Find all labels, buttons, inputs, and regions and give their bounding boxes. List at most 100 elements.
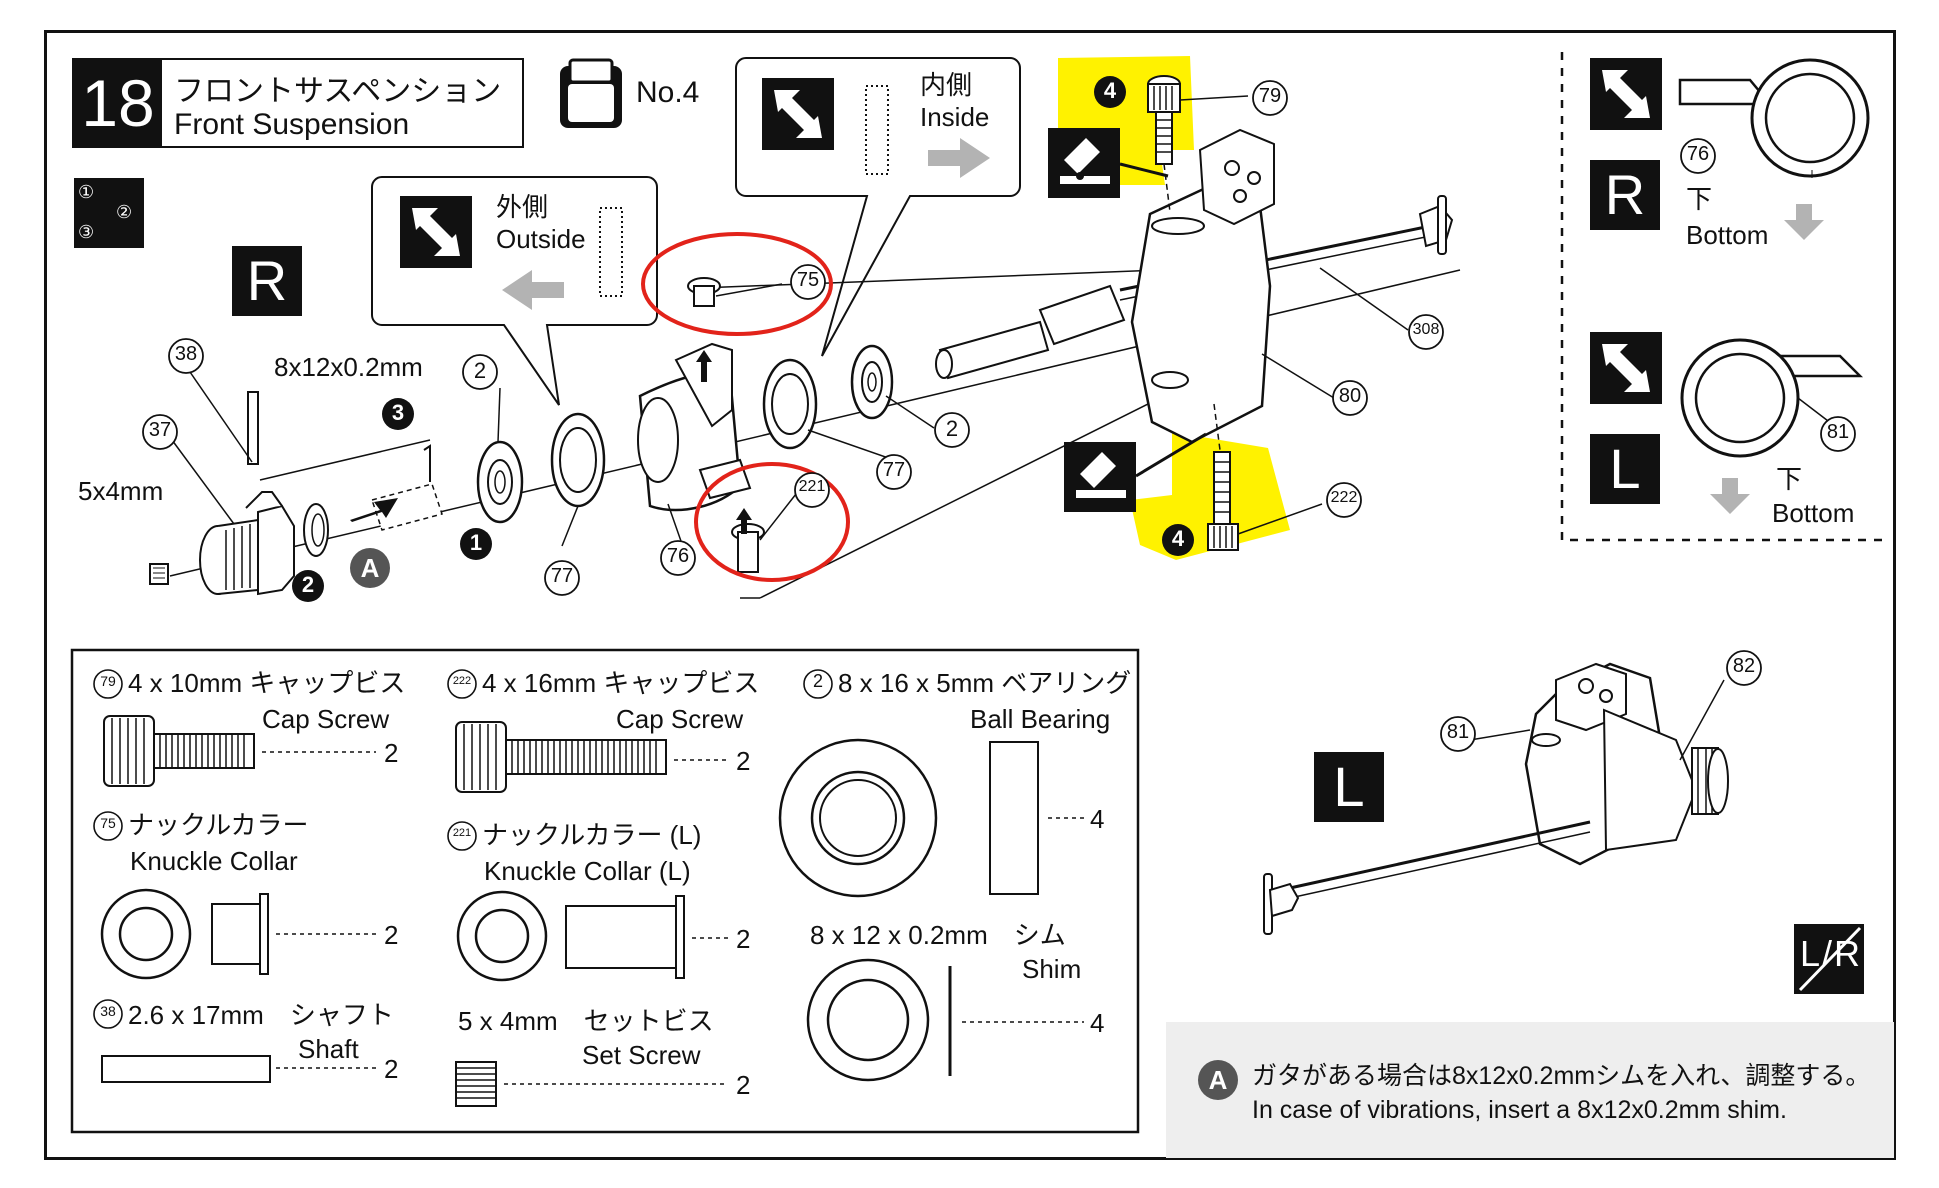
shim-drawing	[806, 958, 1084, 1082]
threadlock-icon-top	[1048, 128, 1169, 198]
bottom-arrow-r	[1784, 204, 1824, 240]
side-panel-r-bottom-jp: 下	[1686, 184, 1713, 214]
diagram-frame	[44, 30, 1896, 1160]
step-marker-4-bottom	[1162, 524, 1194, 556]
note-mark: A	[1208, 1065, 1228, 1095]
side-panel-l-bottom-jp: 下	[1776, 464, 1803, 494]
parts-setscrew-qty: 2	[736, 1070, 751, 1100]
parts-79-spec: 4 x 10mm キャップビス	[128, 668, 406, 698]
parts-79-num: 79	[100, 673, 116, 689]
knuckle-collar-75-drawing	[100, 888, 376, 980]
parts-75-name: Knuckle Collar	[130, 846, 298, 876]
red-circle-221	[694, 462, 850, 582]
sequence-icon: ① ② ③	[74, 178, 144, 248]
part-num-2-right: 2	[945, 416, 959, 441]
cap-screw-79-drawing	[103, 715, 376, 787]
set-screw-part	[149, 563, 169, 585]
parts-shim-spec: 8 x 12 x 0.2mm シム	[810, 920, 1066, 950]
inside-label-en: Inside	[920, 102, 990, 132]
part-num-77-left: 77	[550, 565, 574, 587]
parts-75-num: 75	[100, 815, 116, 831]
parts-38-name: Shaft	[298, 1034, 359, 1064]
parts-75-qty: 2	[384, 920, 399, 950]
outside-bearing-side-icon	[599, 207, 623, 297]
parts-2-spec: 8 x 16 x 5mm ベアリング	[838, 668, 1132, 698]
mark-a-circle	[350, 548, 390, 588]
parts-shim-name: Shim	[1022, 954, 1082, 984]
step-marker-2	[292, 570, 324, 602]
side-panel-direction-icon-l	[1590, 332, 1662, 404]
note-text-en: In case of vibrations, insert a 8x12x0.2…	[1252, 1096, 1787, 1124]
screw-part-79	[1147, 75, 1181, 213]
red-circle-75	[641, 232, 833, 336]
parts-setscrew-name: Set Screw	[582, 1040, 701, 1070]
parts-222-name: Cap Screw	[616, 704, 744, 734]
side-panel-part-81: 81	[1826, 421, 1850, 443]
knuckle-collar-221-drawing	[456, 890, 728, 982]
step-title-jp: フロントサスペンション	[174, 75, 502, 108]
inside-direction-icon	[762, 78, 834, 150]
parts-221-num: 221	[452, 827, 472, 839]
part-num-2-left: 2	[473, 358, 487, 383]
parts-38-qty: 2	[384, 1054, 399, 1084]
outside-direction-icon	[400, 196, 472, 268]
part-num-80: 80	[1338, 385, 1362, 407]
parts-2-qty: 4	[1090, 804, 1105, 834]
parts-2-num: 2	[812, 671, 823, 691]
bearing-spacer-right	[762, 358, 818, 450]
part-num-222: 222	[1330, 489, 1358, 506]
part-num-81-assembly: 81	[1446, 721, 1470, 743]
side-panel-part-76: 76	[1686, 143, 1710, 165]
side-r-label: R	[232, 246, 302, 316]
screw-part-222	[1207, 403, 1239, 551]
inside-bearing-side-icon	[865, 85, 889, 175]
step-header: 18 フロントサスペンション Front Suspension	[72, 58, 524, 148]
part-num-77-right: 77	[882, 459, 906, 481]
step-marker-3-label: 3	[391, 400, 405, 425]
mark-a-label: A	[360, 553, 380, 583]
step-marker-2-label: 2	[301, 572, 315, 597]
parts-221-spec: ナックルカラー (L)	[482, 820, 702, 850]
part-num-82: 82	[1732, 655, 1756, 677]
shaft-part-38	[247, 391, 259, 465]
note-box	[1166, 1022, 1894, 1158]
side-panel-l-bottom-en: Bottom	[1772, 498, 1855, 528]
carrier-76-top-view	[1678, 58, 1870, 178]
parts-2-name: Ball Bearing	[970, 704, 1111, 734]
parts-shim-qty: 4	[1090, 1008, 1105, 1038]
part-num-75: 75	[796, 269, 820, 291]
hub-part-37	[199, 491, 295, 596]
parts-75-spec: ナックルカラー	[128, 810, 309, 840]
outside-label-en: Outside	[496, 224, 586, 254]
set-screw-drawing	[455, 1061, 728, 1107]
step-marker-4-top-label: 4	[1103, 78, 1117, 103]
bearing-part-right	[850, 344, 894, 420]
inside-label-jp: 内側	[920, 70, 973, 100]
parts-setscrew-spec: 5 x 4mm セットビス	[458, 1006, 714, 1036]
step-marker-3	[382, 398, 414, 430]
outside-label-jp: 外側	[496, 192, 549, 222]
parts-221-name: Knuckle Collar (L)	[484, 856, 691, 886]
side-panel-r-label: R	[1590, 160, 1660, 230]
side-panel-l-label: L	[1590, 434, 1660, 504]
parts-79-name: Cap Screw	[262, 704, 390, 734]
note-mark-circle	[1198, 1060, 1238, 1100]
part-num-221: 221	[798, 478, 826, 495]
step-marker-4-top	[1094, 76, 1126, 108]
shaft-38-drawing	[101, 1055, 376, 1083]
part-num-38: 38	[174, 343, 198, 365]
side-panel-direction-icon-r	[1590, 58, 1662, 130]
lr-icon-label: L/R	[1800, 933, 1863, 974]
leader-lines	[171, 95, 1409, 547]
bottom-arrow-l	[1710, 478, 1750, 514]
collar-75	[687, 277, 721, 382]
assembled-side-l-label: L	[1314, 752, 1384, 822]
side-panel-r-bottom-en: Bottom	[1686, 220, 1769, 250]
part-num-308: 308	[1412, 321, 1440, 338]
bearing-part-left	[476, 440, 524, 524]
lr-icon	[1794, 924, 1864, 994]
parts-79-qty: 2	[384, 738, 399, 768]
parts-222-qty: 2	[736, 746, 751, 776]
shim-size-label: 8x12x0.2mm	[274, 352, 423, 382]
